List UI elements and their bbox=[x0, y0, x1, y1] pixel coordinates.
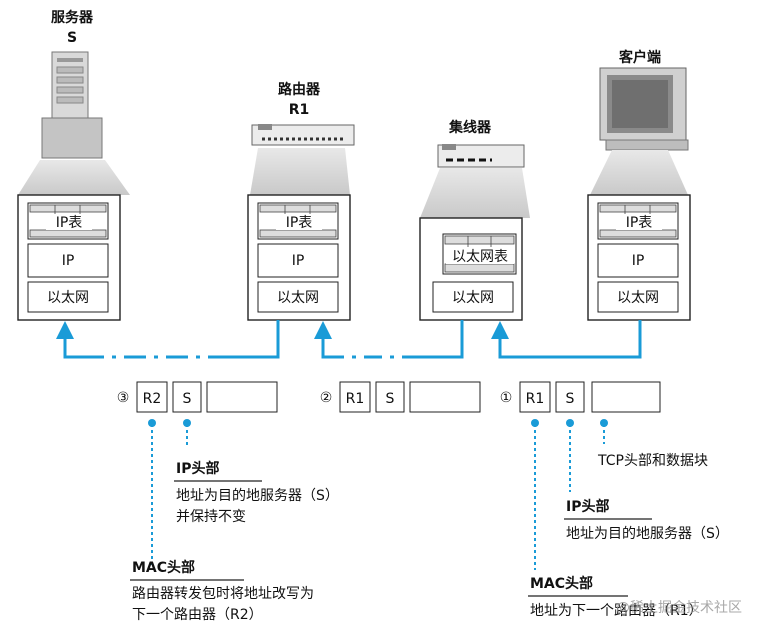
server-icon bbox=[41, 51, 103, 159]
note-ip-left-line1: 地址为目的地服务器（S） bbox=[176, 488, 339, 504]
note-mac-right: MAC头部 地址为下一个路由器（R1） bbox=[528, 575, 703, 619]
router-eth-layer: 以太网 bbox=[277, 290, 319, 306]
path-hub-to-router-b bbox=[314, 321, 332, 359]
note-mac-left-line1: 路由器转发包时将地址改写为 bbox=[132, 586, 314, 602]
note-ip-right-title: IP头部 bbox=[566, 498, 609, 515]
server-sub-label: S bbox=[67, 30, 77, 46]
path-router-to-server-b bbox=[56, 321, 100, 359]
router-icon bbox=[251, 124, 355, 146]
packet-1-data bbox=[591, 381, 661, 413]
router-ip-layer: IP bbox=[292, 253, 305, 269]
note-mac-left-line2: 下一个路由器（R2） bbox=[132, 607, 263, 623]
note-mac-left: MAC头部 路由器转发包时将地址改写为 下一个路由器（R2） bbox=[130, 559, 314, 623]
note-mac-right-line1: 地址为下一个路由器（R1） bbox=[530, 603, 703, 619]
packet-3-data bbox=[206, 381, 278, 413]
server-ip-table: IP表 bbox=[56, 215, 83, 231]
packet-1-mac: R1 bbox=[526, 391, 545, 407]
note-ip-right-line1: 地址为目的地服务器（S） bbox=[566, 526, 729, 542]
note-ip-right: IP头部 地址为目的地服务器（S） bbox=[564, 498, 729, 542]
packet-2-mac: R1 bbox=[346, 391, 365, 407]
note-mac-right-title: MAC头部 bbox=[530, 575, 593, 592]
path-hub-to-router-a bbox=[420, 320, 464, 359]
router-cone bbox=[250, 148, 350, 195]
server-stack: IP表 IP 以太网 bbox=[17, 194, 121, 321]
note-ip-left-title: IP头部 bbox=[176, 460, 219, 477]
hub-stack: 以太网表 以太网 bbox=[419, 217, 523, 321]
hub-label: 集线器 bbox=[448, 119, 492, 136]
router-sub-label: R1 bbox=[289, 102, 310, 118]
packet-3-mac: R2 bbox=[143, 391, 162, 407]
router-stack: IP表 IP 以太网 bbox=[247, 194, 351, 321]
client-label: 客户端 bbox=[618, 49, 661, 66]
client-icon bbox=[599, 67, 689, 151]
note-mac-left-title: MAC头部 bbox=[132, 559, 195, 576]
client-stack: IP表 IP 以太网 bbox=[587, 194, 691, 321]
client-cone bbox=[590, 150, 688, 195]
client-eth-layer: 以太网 bbox=[617, 290, 659, 306]
path-router-to-server-a bbox=[230, 320, 280, 359]
server-label: 服务器 bbox=[51, 9, 94, 26]
forwarding-paths bbox=[56, 320, 642, 359]
callout-leaders bbox=[151, 424, 605, 570]
packet-2-step: ② bbox=[320, 390, 333, 406]
watermark: @稀土掘金技术社区 bbox=[616, 600, 742, 616]
callout-dots bbox=[148, 419, 608, 427]
packet-3: ③ R2 S bbox=[117, 381, 278, 413]
hub-icon bbox=[437, 144, 525, 168]
server-eth-layer: 以太网 bbox=[47, 290, 89, 306]
packet-3-step: ③ bbox=[117, 390, 130, 406]
packet-3-ip: S bbox=[183, 391, 192, 407]
server-ip-layer: IP bbox=[62, 253, 75, 269]
packet-1-step: ① bbox=[500, 390, 513, 406]
note-ip-left-line2: 并保持不变 bbox=[176, 509, 246, 525]
router-ip-table: IP表 bbox=[286, 215, 313, 231]
client-ip-table: IP表 bbox=[626, 215, 653, 231]
packet-2-data bbox=[409, 381, 481, 413]
hub-eth-layer: 以太网 bbox=[452, 290, 494, 306]
hub-cone bbox=[420, 168, 530, 218]
packet-1-ip: S bbox=[566, 391, 575, 407]
packet-1: ① R1 S bbox=[500, 381, 661, 413]
server-cone bbox=[18, 160, 130, 195]
path-client-to-hub bbox=[491, 320, 642, 359]
note-ip-left: IP头部 地址为目的地服务器（S） 并保持不变 bbox=[174, 460, 339, 525]
packet-2-ip: S bbox=[386, 391, 395, 407]
note-tcp: TCP头部和数据块 bbox=[597, 453, 708, 469]
hub-eth-table: 以太网表 bbox=[452, 249, 508, 265]
router-label: 路由器 bbox=[278, 81, 321, 98]
client-ip-layer: IP bbox=[632, 253, 645, 269]
packet-2: ② R1 S bbox=[320, 381, 481, 413]
